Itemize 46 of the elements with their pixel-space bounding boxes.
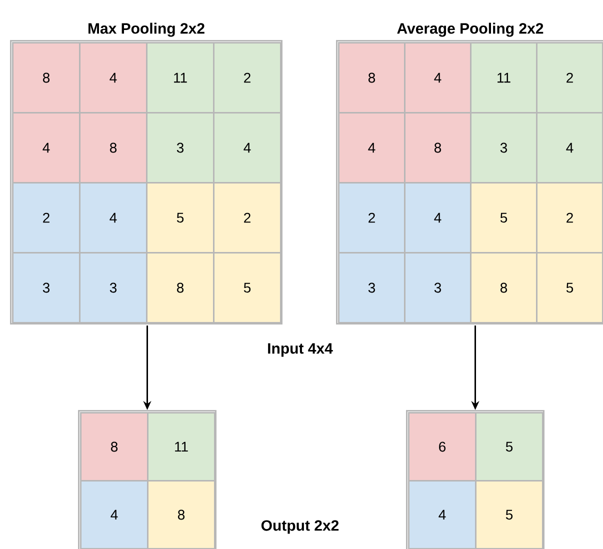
grid-cell: 5 bbox=[475, 412, 544, 482]
grid bbox=[78, 410, 216, 549]
caption: Output 2x2 bbox=[261, 520, 339, 534]
grid-cell: 4 bbox=[536, 112, 603, 184]
grid-cell: 4 bbox=[338, 112, 406, 184]
grid-cell: 3 bbox=[338, 252, 406, 324]
grid-cell: 4 bbox=[12, 112, 80, 184]
grid-cell: 4 bbox=[404, 42, 472, 114]
caption: Input 4x4 bbox=[268, 343, 333, 357]
grid-cell: 2 bbox=[213, 182, 282, 254]
grid-cell: 3 bbox=[12, 252, 80, 324]
grid-cell: 8 bbox=[12, 42, 80, 114]
grid-cell: 3 bbox=[79, 252, 148, 324]
node-label: Max Pooling 2x2 bbox=[88, 22, 204, 37]
grid bbox=[406, 410, 544, 549]
grid-cell: 5 bbox=[213, 252, 282, 324]
grid-cell: 3 bbox=[404, 252, 472, 324]
grid-cell: 4 bbox=[408, 480, 476, 549]
grid-cell: 8 bbox=[338, 42, 406, 114]
grid-cell: 8 bbox=[146, 252, 214, 324]
grid-cell: 8 bbox=[147, 480, 216, 549]
node-label: Average Pooling 2x2 bbox=[397, 22, 544, 37]
grid-cell: 11 bbox=[147, 412, 216, 482]
grid-cell: 4 bbox=[80, 480, 148, 549]
grid-cell: 11 bbox=[470, 42, 538, 114]
grid-cell: 5 bbox=[470, 182, 538, 254]
grid-cell: 8 bbox=[79, 112, 148, 184]
grid-cell: 2 bbox=[536, 182, 603, 254]
grid-cell: 11 bbox=[146, 42, 214, 114]
grid-cell: 4 bbox=[404, 182, 472, 254]
grid-cell: 3 bbox=[146, 112, 214, 184]
grid-cell: 4 bbox=[213, 112, 282, 184]
grid-cell: 4 bbox=[79, 182, 148, 254]
grid-cell: 2 bbox=[536, 42, 603, 114]
grid-cell: 3 bbox=[470, 112, 538, 184]
grid-cell: 8 bbox=[80, 412, 148, 482]
grid-cell: 4 bbox=[79, 42, 148, 114]
grid-cell: 6 bbox=[408, 412, 476, 482]
grid-cell: 2 bbox=[338, 182, 406, 254]
grid-cell: 2 bbox=[12, 182, 80, 254]
grid-cell: 8 bbox=[470, 252, 538, 324]
grid-cell: 8 bbox=[404, 112, 472, 184]
grid-cell: 5 bbox=[146, 182, 214, 254]
grid-cell: 5 bbox=[536, 252, 603, 324]
grid-cell: 5 bbox=[475, 480, 544, 549]
grid-cell: 2 bbox=[213, 42, 282, 114]
